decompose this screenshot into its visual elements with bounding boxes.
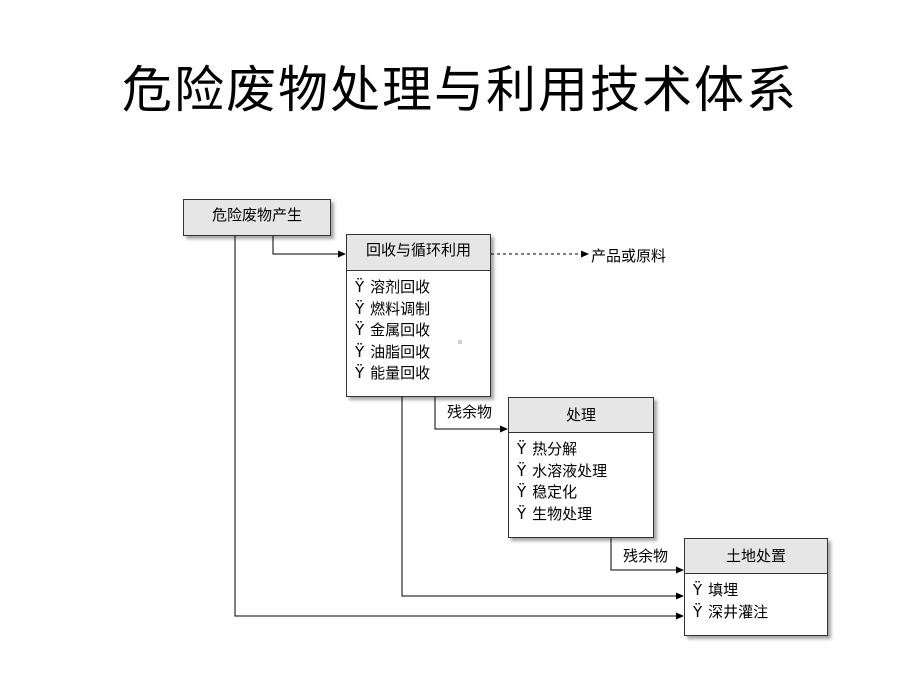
bullet-icon: Ÿ: [355, 278, 365, 296]
bullet-icon: Ÿ: [517, 440, 527, 458]
land-box-header: 土地处置: [685, 539, 827, 574]
residue-label-1: 残余物: [447, 403, 493, 421]
bullet-icon: Ÿ: [517, 461, 527, 480]
bullet-icon: Ÿ: [517, 483, 527, 501]
product-label: 产品或原料: [591, 247, 667, 265]
bullet-icon: Ÿ: [693, 581, 703, 599]
page-title: 危险废物处理与利用技术体系: [122, 61, 798, 119]
source-box: 危险废物产生: [183, 199, 331, 236]
bullet-icon: Ÿ: [517, 504, 527, 523]
bullet-icon: Ÿ: [355, 364, 365, 382]
source-box-header: 危险废物产生: [184, 200, 330, 235]
arrow-recycle-to-landfill: [401, 397, 684, 600]
bullet-icon: Ÿ: [355, 299, 365, 318]
recycle-box-header: 回收与循环利用: [347, 235, 490, 271]
bullet-icon: Ÿ: [693, 602, 703, 621]
arrow-recycle-to-treatment: [434, 397, 508, 433]
arrow-treatment-to-land: [610, 538, 684, 574]
arrow-source-to-recycle: [272, 236, 346, 258]
stray-dot: [458, 340, 462, 344]
residue-label-2: 残余物: [623, 547, 669, 565]
treatment-box-header: 处理: [509, 398, 653, 433]
arrow-source-to-deepwell: [234, 236, 684, 620]
bullet-icon: Ÿ: [355, 342, 365, 361]
bullet-icon: Ÿ: [355, 321, 365, 339]
